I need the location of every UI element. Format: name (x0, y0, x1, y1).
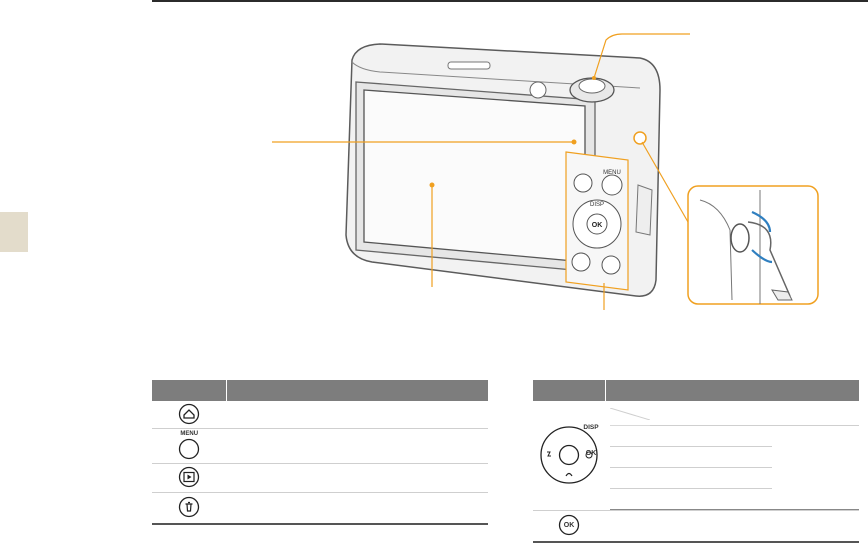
subtable-row (609, 425, 860, 447)
button-table-right: DISP OK OK (533, 380, 859, 543)
dpad-icon (540, 425, 598, 484)
top-rule (152, 0, 868, 2)
chapter-side-tab (0, 212, 28, 252)
callout-strap (641, 141, 689, 223)
mode-button (573, 173, 593, 193)
lcd-screen (363, 89, 586, 263)
ok-description (605, 510, 859, 543)
delete-button-camera (601, 255, 621, 275)
header-icon (533, 380, 606, 401)
ok-button-camera (586, 213, 608, 235)
table-row: DISP OK (533, 401, 859, 511)
ok-icon (559, 514, 580, 536)
strap-inset (687, 185, 819, 305)
strap-eyelet (633, 131, 647, 145)
header-description (605, 380, 859, 401)
subtable-row (609, 405, 859, 426)
row-description (226, 401, 488, 429)
subtable-row (609, 488, 859, 510)
svg-text:OK: OK (592, 222, 603, 229)
table-row (152, 492, 488, 525)
header-description (226, 380, 488, 401)
menu-label: MENU (180, 430, 199, 437)
dpad-center-label: OK (585, 450, 597, 457)
dpad-subtable (609, 405, 860, 510)
playback-icon (179, 466, 200, 488)
home-icon (179, 403, 200, 424)
subtable-row (609, 446, 860, 468)
button-table-left: MENU (152, 380, 488, 525)
power-button (529, 81, 547, 99)
playback-button-camera (571, 252, 591, 272)
camera-illustration: MENU OK DISP (272, 33, 819, 310)
camera-top-edge (351, 61, 641, 89)
menu-button-icon (179, 438, 200, 459)
zoom-slot (447, 61, 491, 70)
table-header-row (152, 380, 488, 401)
table-header-row (533, 380, 859, 401)
row-description (226, 428, 488, 464)
delete-icon (179, 496, 200, 518)
ok-label: OK (563, 522, 575, 529)
table-row: MENU (152, 428, 488, 464)
row-description (226, 492, 488, 525)
svg-text:DISP: DISP (590, 202, 604, 208)
row-description (226, 463, 488, 493)
menu-button-camera (601, 174, 623, 196)
table-row: OK (533, 510, 859, 543)
subtable-row (609, 467, 860, 489)
callout-shutter (593, 33, 690, 79)
dpad-top-label: DISP (583, 424, 599, 431)
diagonal-header-line (609, 407, 650, 421)
table-row (152, 401, 488, 429)
header-icon (152, 380, 227, 401)
svg-text:MENU: MENU (603, 170, 621, 176)
table-row (152, 463, 488, 493)
